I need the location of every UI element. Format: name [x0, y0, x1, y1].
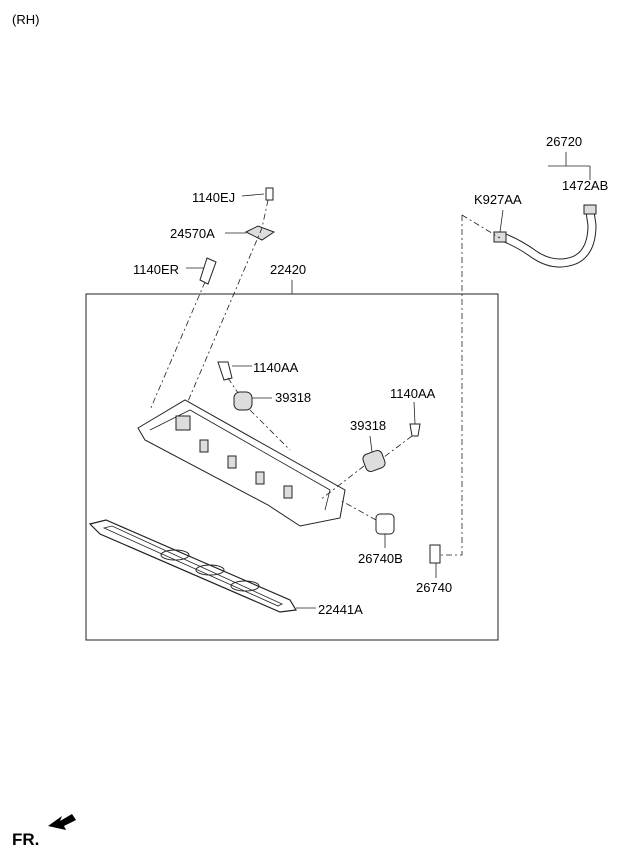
bolt-1140aa-left[interactable]: [217, 361, 233, 381]
label-22420: 22420: [270, 262, 306, 277]
hose-route-line: [440, 214, 501, 556]
bolt-1140aa-right[interactable]: [409, 423, 421, 437]
front-direction-label: FR.: [12, 830, 39, 848]
valve-cover[interactable]: [137, 399, 346, 527]
label-k927aa: K927AA: [474, 192, 522, 207]
bracket-24570a[interactable]: [244, 225, 276, 241]
clamp-1472ab: [583, 204, 597, 215]
grommet-26740b[interactable]: [375, 513, 395, 535]
sensor-39318-left[interactable]: [233, 391, 253, 411]
label-24570a: 24570A: [170, 226, 215, 241]
sensor-39318-right[interactable]: [362, 449, 387, 473]
label-1140er: 1140ER: [133, 262, 179, 277]
label-26740b: 26740B: [358, 551, 403, 566]
label-1472ab: 1472AB: [562, 178, 608, 193]
gasket-22441a[interactable]: [88, 519, 297, 613]
label-39318-right: 39318: [350, 418, 386, 433]
bolt-route-line: [179, 199, 269, 421]
grommet-route-line: [339, 499, 377, 521]
pcv-valve-26740[interactable]: [429, 544, 441, 564]
label-1140aa-right: 1140AA: [390, 386, 436, 401]
side-label: (RH): [12, 12, 39, 27]
label-39318-left: 39318: [275, 390, 311, 405]
label-26740: 26740: [416, 580, 452, 595]
right-bolt-route-line: [379, 435, 413, 461]
long-bolt-route-line: [149, 281, 206, 411]
label-1140ej: 1140EJ: [192, 190, 235, 205]
clamp-k927aa: [493, 231, 507, 243]
label-26720: 26720: [546, 134, 582, 149]
label-1140aa-left: 1140AA: [253, 360, 299, 375]
bolt-1140ej[interactable]: [265, 187, 274, 201]
bolt-1140er[interactable]: [199, 257, 217, 285]
front-arrow-icon: [48, 814, 76, 830]
breather-hose[interactable]: [493, 152, 597, 268]
left-sensor-route-line: [249, 409, 291, 451]
label-22441a: 22441A: [318, 602, 363, 617]
right-sensor-route-line: [319, 465, 365, 501]
